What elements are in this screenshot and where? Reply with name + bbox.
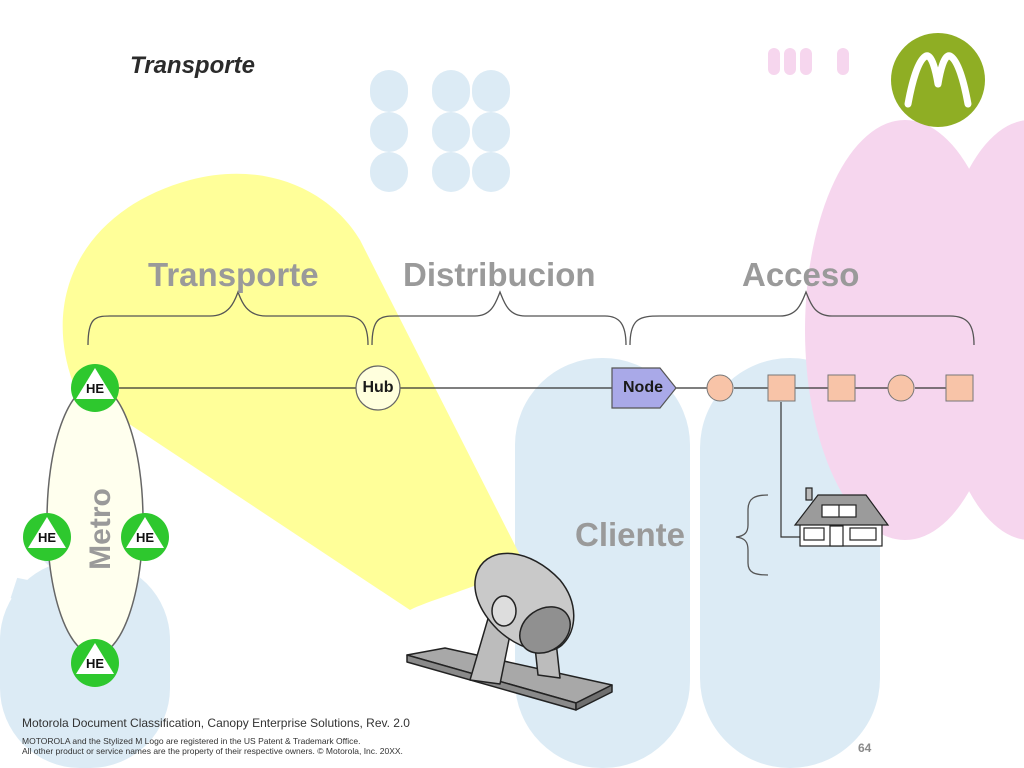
metro-label: Metro — [84, 488, 117, 570]
taps — [706, 374, 974, 402]
house-icon — [793, 487, 890, 547]
fiber-node — [611, 367, 677, 409]
section-braces — [87, 290, 975, 576]
amplifier-tap-1 — [706, 374, 734, 402]
motorola-batwing-logo-icon — [891, 33, 985, 127]
page-title: Transporte — [130, 52, 255, 79]
headend-left — [23, 513, 71, 561]
hub-node — [355, 365, 401, 411]
hub-label: Hub — [362, 379, 394, 396]
footer-classification: Motorola Document Classification, Canopy… — [22, 716, 410, 730]
background-decoration: M — [0, 48, 1024, 768]
headend-right — [121, 513, 169, 561]
section-label-acceso: Acceso — [742, 256, 860, 293]
headends — [23, 364, 169, 687]
headend-label-right: HE — [135, 530, 155, 545]
node-label: Node — [623, 379, 663, 396]
tap-box-3 — [945, 374, 974, 402]
footer-trademark-line2: All other product or service names are t… — [22, 746, 403, 756]
page-number: 64 — [858, 741, 872, 755]
tap-box-1 — [767, 374, 796, 402]
section-label-distribucion: Distribucion — [403, 256, 596, 293]
headend-label-left: HE — [37, 530, 57, 545]
footer-trademark-line1: MOTOROLA and the Stylized M Logo are reg… — [22, 736, 361, 746]
tap-box-2 — [827, 374, 856, 402]
headend-bottom — [71, 639, 119, 687]
satellite-beam — [62, 173, 525, 610]
headend-label-top: HE — [85, 381, 105, 396]
motorola-logo — [890, 32, 986, 128]
satellite-dish-icon — [406, 552, 613, 711]
headend-label-bottom: HE — [85, 656, 105, 671]
section-label-transporte: Transporte — [148, 256, 319, 293]
headend-top — [71, 364, 119, 412]
section-label-cliente: Cliente — [575, 516, 686, 553]
amplifier-tap-2 — [887, 374, 915, 402]
